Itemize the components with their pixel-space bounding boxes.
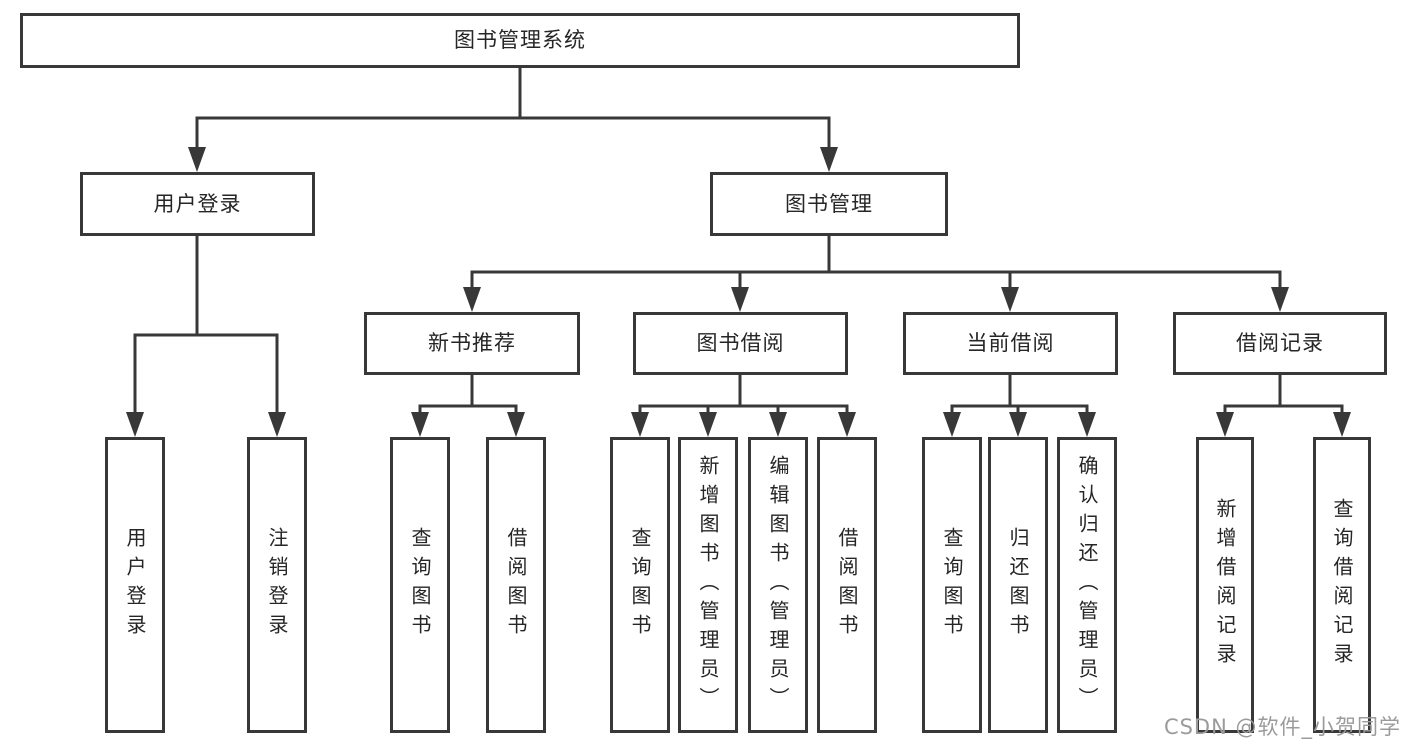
node-leaf-query-borrow-record: 查询借阅记录 bbox=[1313, 437, 1371, 733]
node-leaf-user-login: 用户登录 bbox=[105, 437, 165, 733]
node-new-book-recommend: 新书推荐 bbox=[364, 312, 580, 375]
node-root: 图书管理系统 bbox=[20, 13, 1020, 68]
node-current-borrow: 当前借阅 bbox=[903, 312, 1118, 375]
node-user-login: 用户登录 bbox=[80, 172, 315, 236]
watermark: CSDN @软件_小贺同学 bbox=[1163, 715, 1401, 739]
node-book-borrow: 图书借阅 bbox=[633, 312, 848, 375]
node-leaf-borrow-books: 借阅图书 bbox=[817, 437, 877, 733]
node-leaf-query-books-recommend: 查询图书 bbox=[390, 437, 450, 733]
node-leaf-add-borrow-record: 新增借阅记录 bbox=[1196, 437, 1254, 733]
node-leaf-borrow-books-recommend: 借阅图书 bbox=[486, 437, 546, 733]
node-leaf-confirm-return-admin: 确认归还（管理员） bbox=[1057, 437, 1117, 733]
node-leaf-query-books-borrow: 查询图书 bbox=[610, 437, 670, 733]
node-leaf-query-books-current: 查询图书 bbox=[922, 437, 982, 733]
node-leaf-edit-book-admin: 编辑图书（管理员） bbox=[748, 437, 808, 733]
node-book-management: 图书管理 bbox=[710, 172, 948, 236]
node-leaf-return-book: 归还图书 bbox=[988, 437, 1048, 733]
node-leaf-logout: 注销登录 bbox=[247, 437, 307, 733]
node-borrow-records: 借阅记录 bbox=[1173, 312, 1387, 375]
node-leaf-add-book-admin: 新增图书（管理员） bbox=[678, 437, 738, 733]
